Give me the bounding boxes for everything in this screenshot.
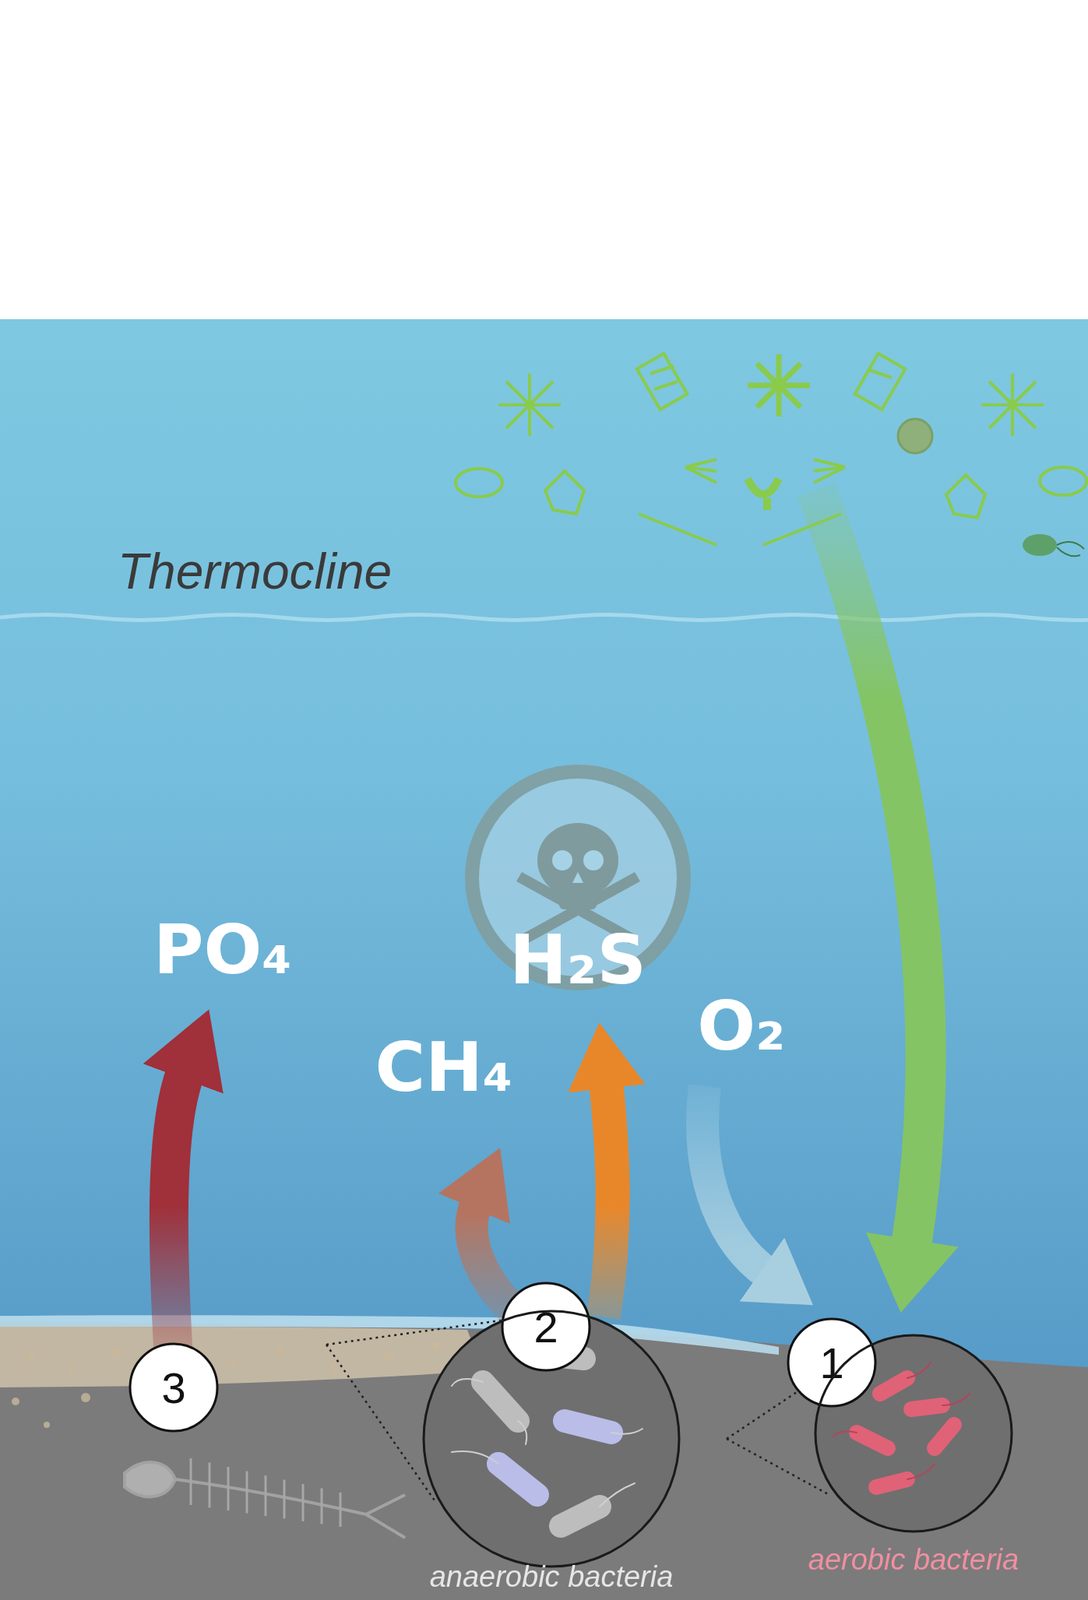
toxic-gas-circle: H₂S <box>465 765 691 990</box>
gas-label: H₂S <box>509 919 647 1000</box>
callout-number: 3 <box>128 1342 219 1434</box>
layer-label: Thermocline <box>117 542 392 601</box>
chemical-label: PO₄ <box>153 909 293 990</box>
bacteria-label: aerobic bacteria <box>808 1543 1019 1578</box>
bacteria-zoom-circle: anaerobic bacteria <box>422 1309 681 1569</box>
circle-outline <box>422 1309 681 1569</box>
circle-outline <box>813 1334 1014 1534</box>
callout-number: 2 <box>500 1281 592 1373</box>
bacteria-label: anaerobic bacteria <box>429 1560 674 1595</box>
callout-number: 3 <box>161 1362 186 1414</box>
chemical-label: CH₄ <box>375 1027 514 1108</box>
callout-number: 1 <box>786 1317 877 1409</box>
bacteria-zoom-circle: aerobic bacteria <box>813 1334 1014 1534</box>
callout-number: 2 <box>533 1302 558 1353</box>
chemical-label: O₂ <box>697 985 786 1067</box>
